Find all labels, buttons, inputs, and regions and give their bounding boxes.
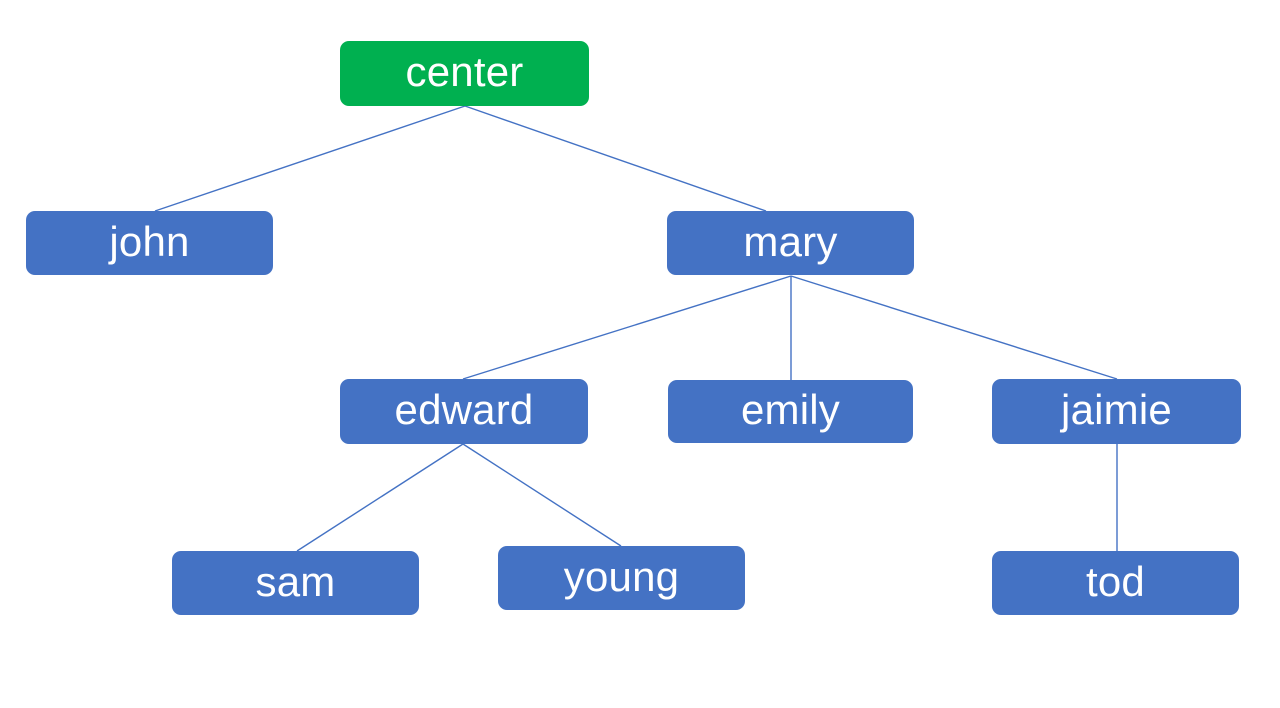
edge-center-to-john xyxy=(154,105,466,212)
edge-center-to-mary xyxy=(464,105,767,212)
node-label-sam: sam xyxy=(255,557,336,605)
edge-mary-to-jaimie xyxy=(790,275,1118,380)
node-sam[interactable]: sam xyxy=(172,551,419,615)
node-label-center: center xyxy=(405,48,524,95)
node-label-young: young xyxy=(563,552,680,600)
node-label-emily: emily xyxy=(740,386,840,433)
node-center[interactable]: center xyxy=(340,41,589,106)
node-label-john: john xyxy=(109,217,190,265)
node-label-jaimie: jaimie xyxy=(1061,386,1172,433)
node-tod[interactable]: tod xyxy=(992,551,1239,615)
node-john[interactable]: john xyxy=(26,211,273,275)
node-young[interactable]: young xyxy=(498,546,745,610)
edge-edward-to-young xyxy=(462,443,622,547)
edge-edward-to-sam xyxy=(296,443,464,552)
node-jaimie[interactable]: jaimie xyxy=(992,379,1241,444)
node-label-mary: mary xyxy=(743,217,838,265)
node-edward[interactable]: edward xyxy=(340,379,588,444)
node-emily[interactable]: emily xyxy=(668,380,913,443)
node-label-edward: edward xyxy=(394,386,534,433)
node-mary[interactable]: mary xyxy=(667,211,914,275)
node-label-tod: tod xyxy=(1086,557,1145,605)
edge-mary-to-edward xyxy=(462,275,792,380)
